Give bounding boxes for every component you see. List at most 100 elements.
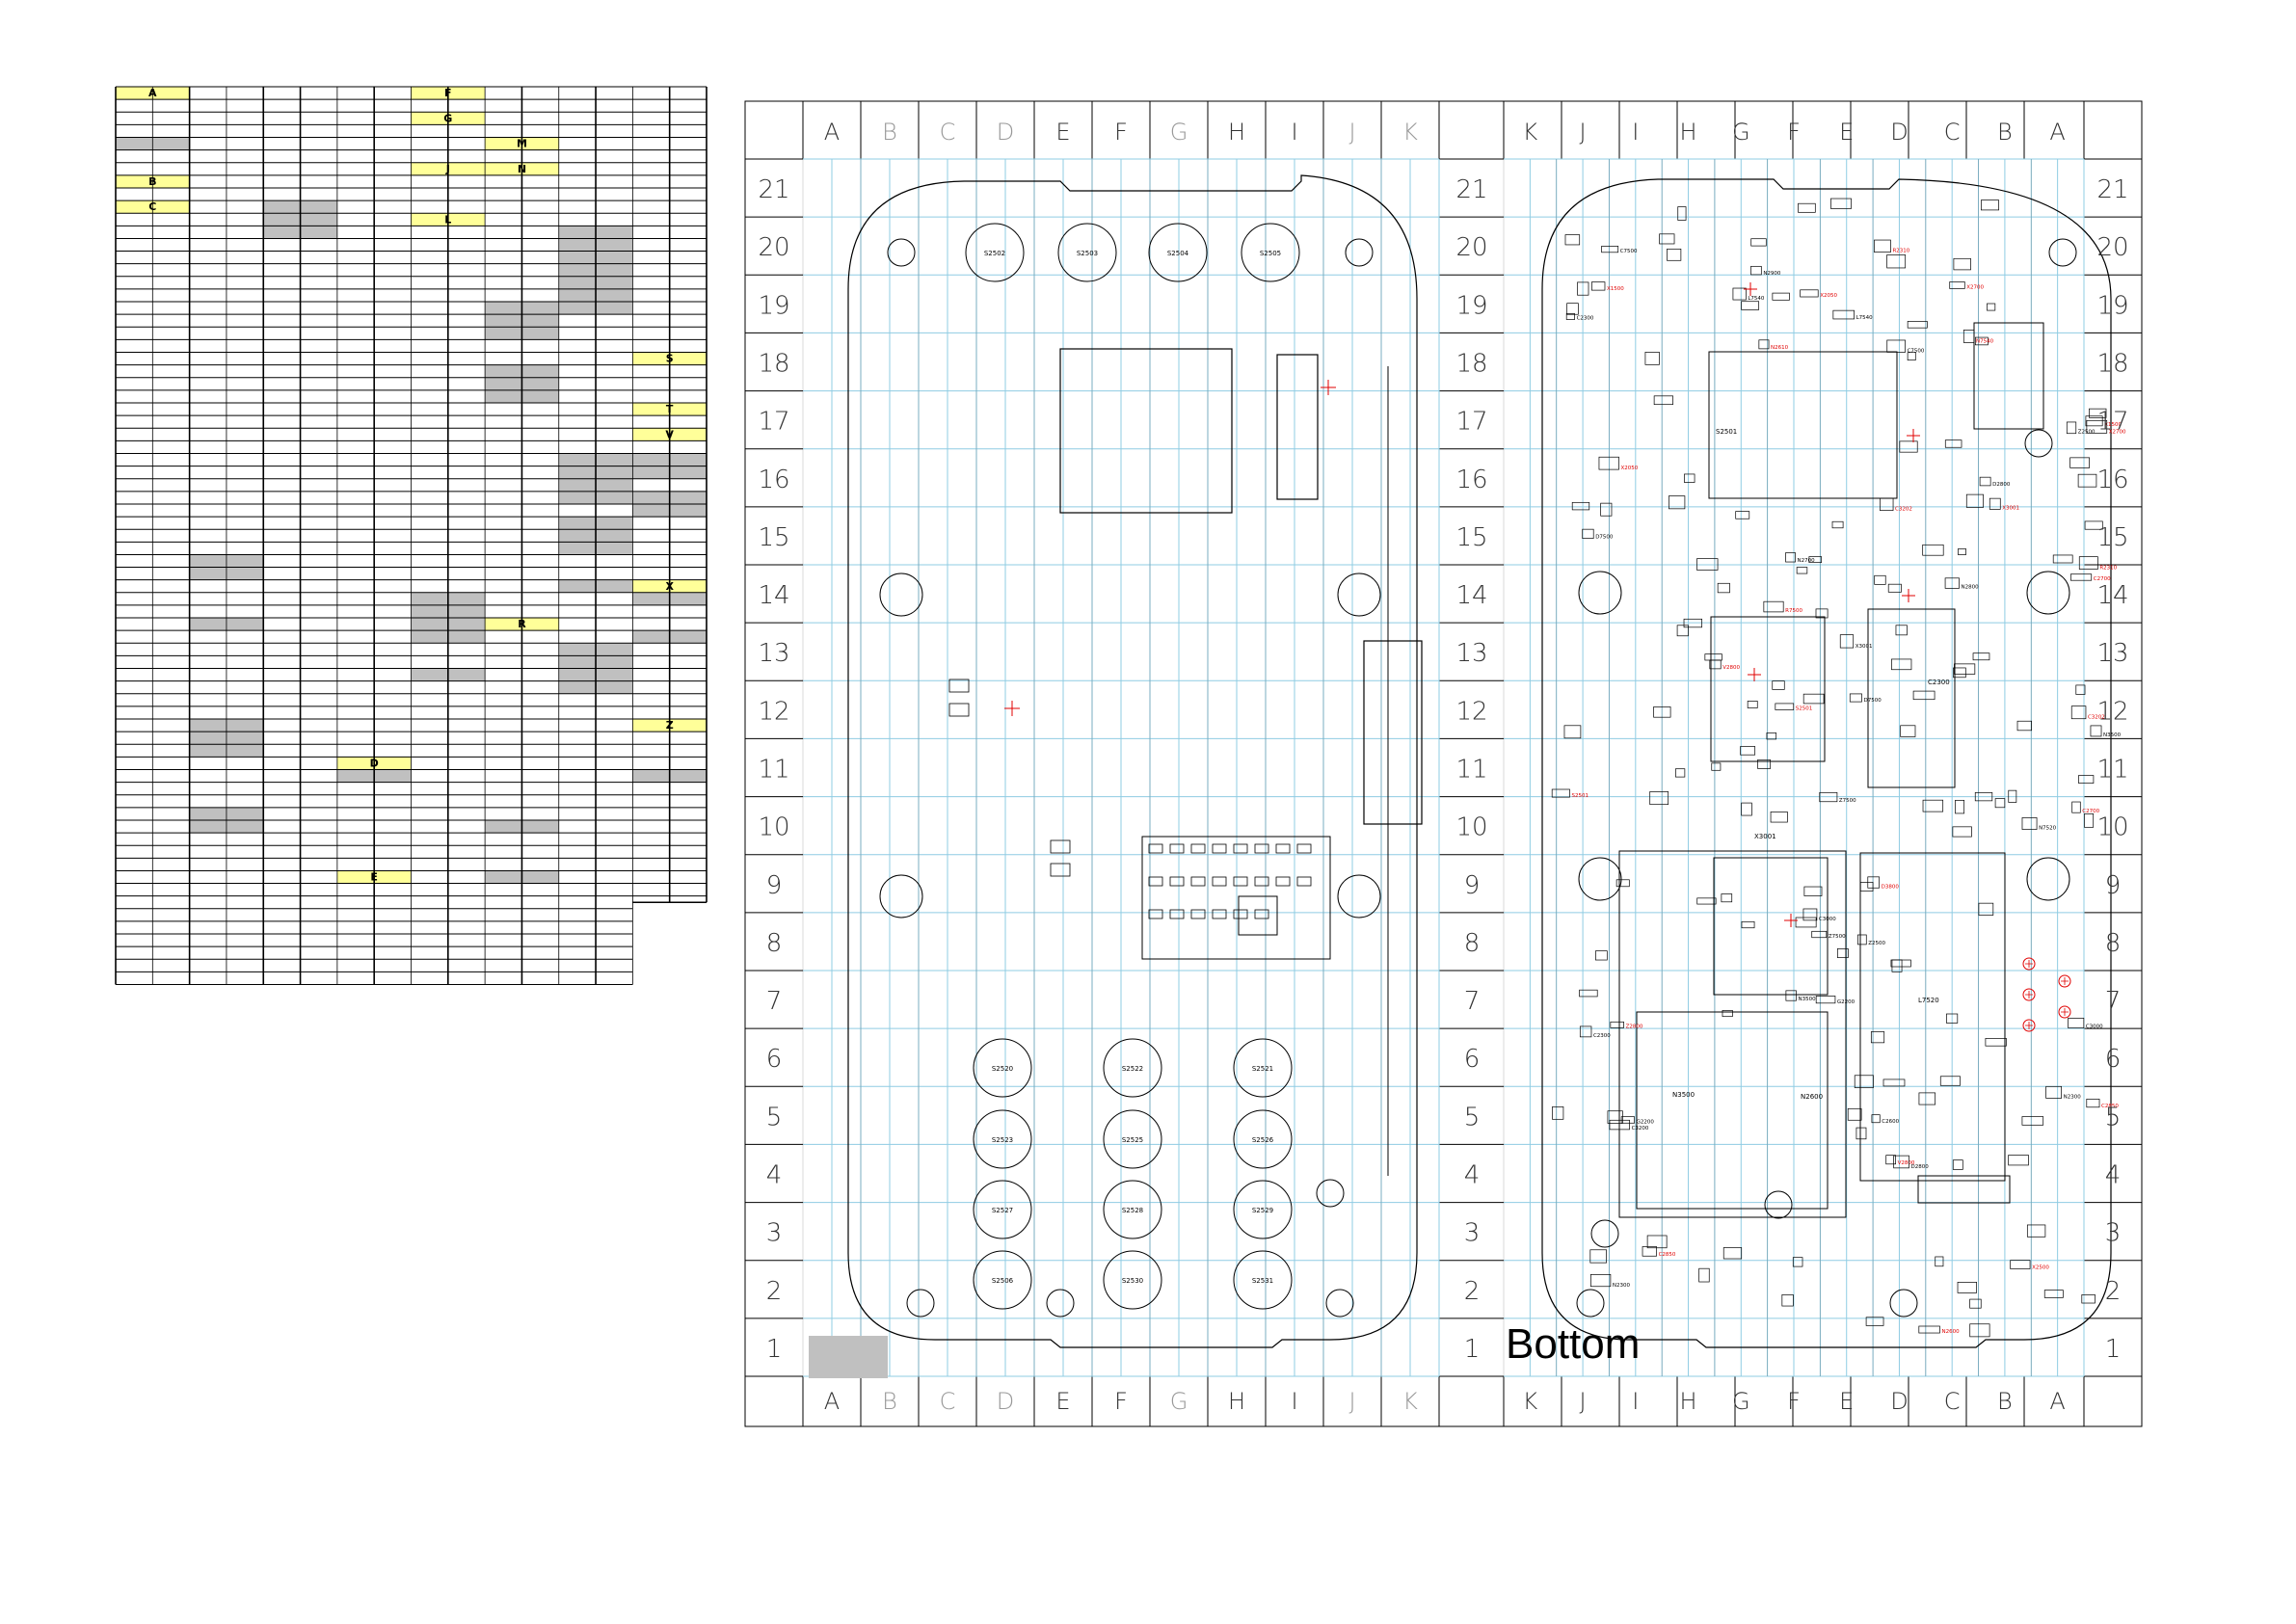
smd-part bbox=[1882, 1078, 1906, 1087]
mount-hole bbox=[1337, 572, 1381, 617]
display-module bbox=[1059, 348, 1233, 514]
test-point bbox=[2022, 1019, 2036, 1032]
smd-part bbox=[1802, 908, 1818, 921]
mount-hole bbox=[1337, 874, 1381, 918]
component-label: X2500 bbox=[2032, 1265, 2049, 1270]
smd-part bbox=[1949, 281, 1965, 289]
smd-part bbox=[1669, 495, 1686, 510]
smd-part bbox=[2021, 817, 2038, 830]
row-label-right: 5 bbox=[2105, 1103, 2122, 1131]
row-label-right: 1 bbox=[2105, 1335, 2122, 1364]
mount-hole bbox=[1889, 1289, 1918, 1318]
smd-part bbox=[2045, 1085, 2062, 1099]
smd-part bbox=[1847, 1107, 1862, 1121]
smd-part bbox=[1564, 234, 1581, 246]
component-label: N3500 bbox=[2103, 732, 2122, 738]
pa-module bbox=[1867, 608, 1956, 788]
smd-part bbox=[1994, 798, 2006, 809]
smd-part bbox=[2021, 1116, 2044, 1126]
keypad-pad bbox=[1103, 1250, 1162, 1310]
component-label: V2800 bbox=[1898, 1160, 1915, 1166]
baseband-chip bbox=[1636, 1011, 1829, 1210]
smd-part bbox=[1571, 501, 1590, 511]
mount-hole bbox=[1578, 857, 1622, 901]
smd-part bbox=[1899, 440, 1918, 453]
smd-part bbox=[1987, 303, 1996, 311]
component-label: X2050 bbox=[1820, 293, 1837, 299]
gray-marker bbox=[809, 1336, 888, 1378]
frame-border bbox=[744, 100, 2143, 1427]
smd-part bbox=[1880, 497, 1894, 512]
smd-part bbox=[1642, 1246, 1657, 1257]
test-point bbox=[2022, 988, 2036, 1001]
smd-part bbox=[1601, 246, 1619, 253]
row-label-right: 20 bbox=[2096, 233, 2128, 262]
test-point bbox=[2022, 957, 2036, 971]
connector bbox=[1276, 354, 1319, 500]
row-label-center: 21 bbox=[1455, 175, 1487, 204]
row-label-center: 11 bbox=[1455, 756, 1487, 785]
mount-hole bbox=[1576, 1289, 1605, 1318]
smd-part bbox=[2070, 573, 2093, 581]
component-label: C3200 bbox=[1632, 1126, 1649, 1131]
smd-part bbox=[1233, 876, 1248, 887]
col-label-top: C bbox=[940, 119, 956, 146]
component-label: X3001 bbox=[1855, 644, 1873, 650]
smd-part bbox=[1296, 876, 1312, 887]
smd-part bbox=[1709, 659, 1722, 670]
keypad-pad bbox=[973, 1250, 1032, 1310]
component-label: C2300 bbox=[1593, 1033, 1611, 1039]
keypad-pad bbox=[965, 223, 1025, 282]
row-label-right: 17 bbox=[2096, 408, 2128, 437]
smd-part bbox=[1566, 303, 1579, 315]
col-label-top: G bbox=[1732, 119, 1750, 146]
component-label: C3000 bbox=[2086, 1025, 2103, 1030]
memory-chip bbox=[1710, 616, 1826, 762]
smd-part bbox=[1704, 653, 1722, 661]
smd-part bbox=[1980, 200, 1999, 211]
smd-part bbox=[1795, 917, 1817, 928]
component-label: N2300 bbox=[2064, 1094, 2082, 1100]
smd-part bbox=[1935, 1256, 1944, 1267]
smd-part bbox=[1953, 667, 1966, 679]
smd-part bbox=[1855, 1127, 1867, 1140]
component-label: L7540 bbox=[1856, 315, 1874, 321]
component-label: C2700 bbox=[2094, 576, 2111, 582]
col-label-bottom: K bbox=[1402, 1388, 1418, 1415]
smd-part bbox=[1763, 600, 1784, 613]
smd-part bbox=[1849, 693, 1862, 703]
smd-part bbox=[2071, 801, 2081, 813]
smd-part bbox=[1808, 556, 1822, 564]
smd-part bbox=[1874, 574, 1886, 585]
keypad-pad bbox=[1103, 1038, 1162, 1098]
component-label: S2529 bbox=[1252, 1207, 1273, 1214]
smd-part bbox=[1972, 652, 1990, 661]
smd-part bbox=[1675, 768, 1686, 778]
row-label-center: 18 bbox=[1455, 350, 1487, 379]
component-label: C3202 bbox=[1895, 507, 1912, 513]
row-label-right: 3 bbox=[2105, 1219, 2122, 1248]
smd-part bbox=[1871, 1114, 1881, 1124]
row-label-left: 6 bbox=[766, 1045, 783, 1074]
smd-part bbox=[2069, 457, 2091, 468]
smd-part bbox=[1839, 634, 1855, 649]
row-label-left: 14 bbox=[758, 581, 789, 610]
test-point bbox=[2058, 974, 2071, 988]
smd-part bbox=[1563, 725, 1582, 739]
keypad-pad bbox=[1103, 1180, 1162, 1239]
smd-part bbox=[1676, 625, 1689, 637]
test-point bbox=[1902, 589, 1915, 602]
smd-part bbox=[2026, 1224, 2046, 1238]
smd-part bbox=[2075, 684, 2086, 695]
smd-part bbox=[2081, 1294, 2096, 1304]
smd-part bbox=[1886, 339, 1906, 353]
smd-part bbox=[1296, 843, 1312, 854]
col-label-bottom: D bbox=[1890, 1388, 1908, 1415]
row-label-left: 20 bbox=[758, 233, 789, 262]
side-connector bbox=[1363, 640, 1423, 825]
smd-part bbox=[1800, 289, 1819, 298]
smd-part bbox=[1615, 879, 1630, 888]
smd-part bbox=[1740, 746, 1756, 756]
component-label: Z2500 bbox=[2078, 430, 2096, 436]
